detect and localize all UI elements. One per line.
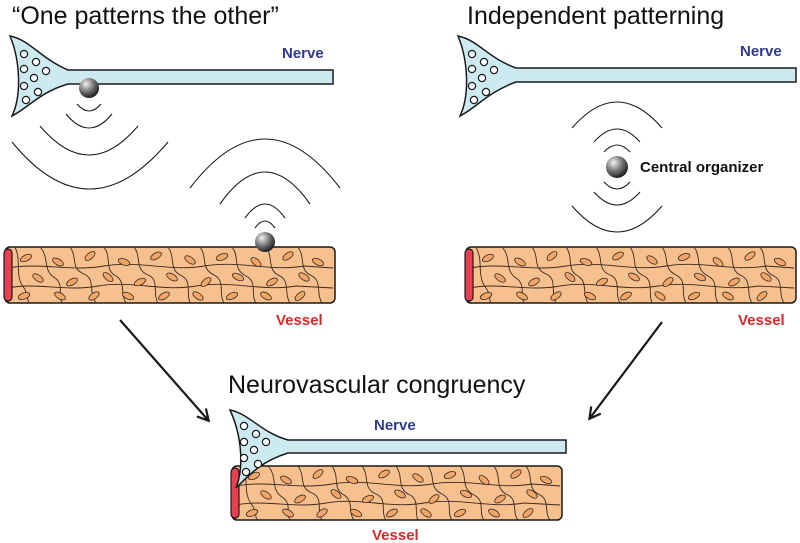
- nerve-label-top-left: Nerve: [282, 45, 324, 62]
- title-independent-patterning: Independent patterning: [467, 2, 724, 30]
- signal-waves-from-nerve: [11, 103, 169, 190]
- signal-waves-from-vessel: [189, 138, 341, 229]
- arrow-right-to-center: [590, 321, 663, 418]
- bottom-panel: Nerve Vessel: [228, 408, 567, 543]
- nerve-top-right: [456, 34, 797, 118]
- nerve-label-bottom: Nerve: [374, 417, 416, 434]
- top-left-panel: Nerve: [3, 34, 341, 329]
- central-organizer-label: Central organizer: [640, 159, 764, 176]
- central-organizer-source: [606, 156, 628, 178]
- signal-waves-central-organizer: [571, 101, 663, 233]
- vessel-top-left: [3, 246, 336, 304]
- signal-source-vessel: [255, 232, 275, 252]
- top-right-panel: Nerve Central organizer: [456, 34, 797, 329]
- nerve-label-top-right: Nerve: [740, 43, 782, 60]
- vessel-label-top-right: Vessel: [738, 312, 785, 329]
- arrow-left-to-center: [119, 319, 208, 420]
- vessel-bottom: [230, 465, 563, 521]
- signal-source-nerve: [79, 78, 99, 98]
- vessel-label-top-left: Vessel: [276, 312, 323, 329]
- vessel-top-right: [464, 246, 797, 304]
- title-one-patterns-the-other: “One patterns the other”: [12, 2, 279, 30]
- nerve-bottom: [228, 408, 567, 489]
- nerve-top-left: [8, 34, 334, 118]
- vessel-label-bottom: Vessel: [372, 527, 419, 543]
- title-neurovascular-congruency: Neurovascular congruency: [228, 371, 526, 399]
